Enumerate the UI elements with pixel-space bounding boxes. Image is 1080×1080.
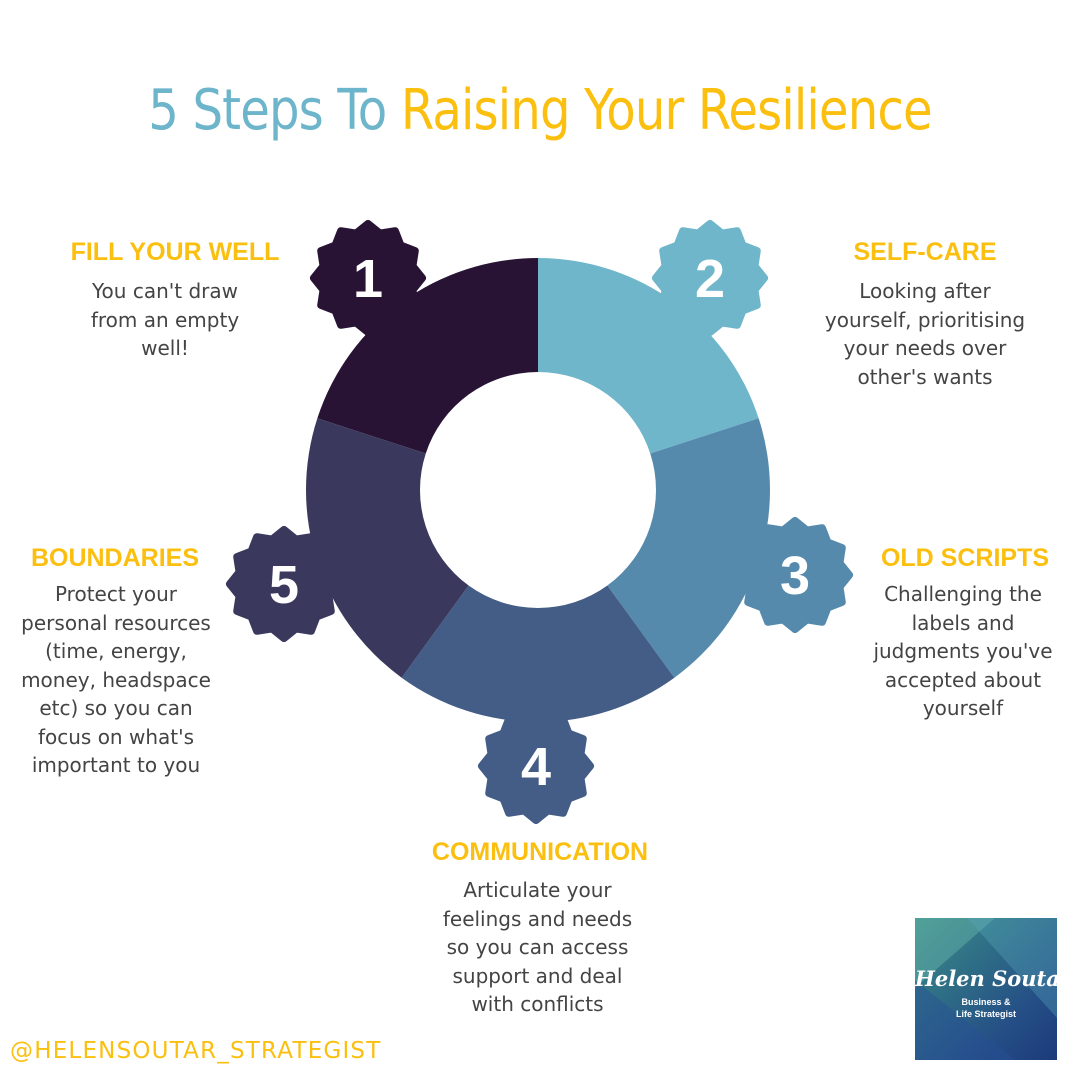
logo-name: Helen Soutar <box>915 966 1057 991</box>
step-2-title: SELF-CARE <box>853 238 997 266</box>
brand-logo: Helen Soutar Business &Life Strategist <box>915 918 1057 1060</box>
ring-segment-3 <box>607 418 771 678</box>
ring-segment-1 <box>317 258 538 454</box>
logo-subtitle: Business &Life Strategist <box>955 997 1016 1019</box>
step-2-badge <box>652 220 768 336</box>
step-5-title: BOUNDARIES <box>30 544 200 572</box>
step-1-number: 1 <box>353 249 383 309</box>
social-handle: @HELENSOUTAR_STRATEGIST <box>10 1038 382 1064</box>
step-4-title: COMMUNICATION <box>431 838 649 866</box>
page-title: 5 Steps To Raising Your Resilience <box>76 78 1005 143</box>
step-1-title: FILL YOUR WELL <box>70 238 280 266</box>
title-part-yellow: Raising Your Resilience <box>400 78 933 143</box>
step-4-number: 4 <box>521 737 551 797</box>
step-3-number: 3 <box>780 546 810 606</box>
ring-segment-4 <box>401 585 675 723</box>
ring-segment-2 <box>538 258 759 454</box>
step-5-number: 5 <box>269 555 299 615</box>
step-5-badge <box>226 526 342 642</box>
ring-segment-5 <box>305 418 469 678</box>
step-1-badge <box>310 220 426 336</box>
step-3-title: OLD SCRIPTS <box>880 544 1050 572</box>
title-part-blue: 5 Steps To <box>148 78 387 143</box>
step-4-badge <box>478 708 594 824</box>
step-2-number: 2 <box>695 249 725 309</box>
step-3-badge <box>737 517 853 633</box>
